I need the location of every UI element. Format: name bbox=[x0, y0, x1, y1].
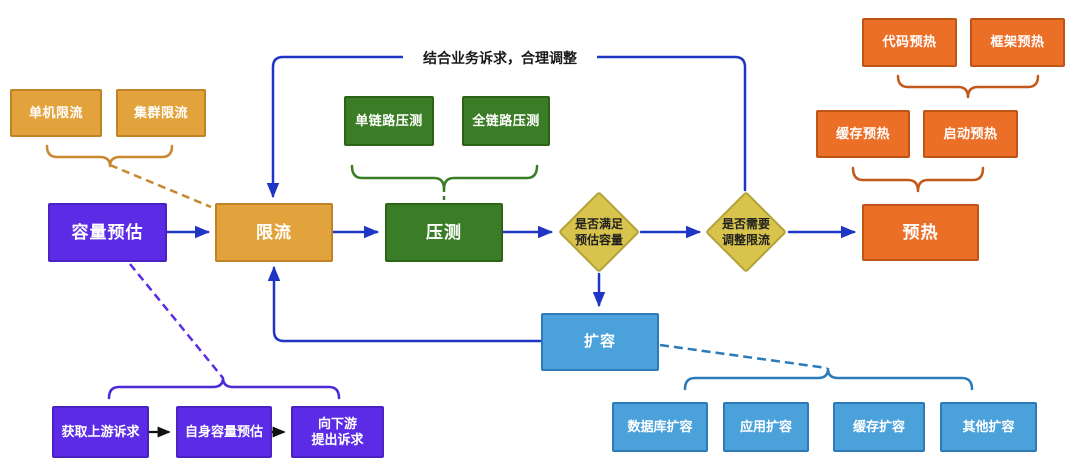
decision-adjust-limit-line2: 调整限流 bbox=[721, 232, 770, 247]
node-full-link-test: 全链路压测 bbox=[462, 96, 550, 146]
decision-capacity-met-line1: 是否满足 bbox=[574, 217, 623, 231]
node-cluster-limit: 集群限流 bbox=[116, 89, 206, 137]
decision-capacity-met-label: 是否满足 预估容量 bbox=[558, 217, 640, 248]
dashed-scale-group-link bbox=[659, 343, 828, 370]
node-cache-scale: 缓存扩容 bbox=[833, 402, 925, 452]
node-code-preheat: 代码预热 bbox=[862, 18, 957, 67]
brace-capacity-group bbox=[107, 376, 341, 400]
node-db-scale: 数据库扩容 bbox=[612, 402, 708, 452]
node-downstream-demand: 向下游 提出诉求 bbox=[291, 406, 384, 458]
decision-capacity-met-line2: 预估容量 bbox=[574, 232, 623, 247]
edge-scaleout-to-ratelimit bbox=[267, 265, 543, 343]
node-cache-preheat: 缓存预热 bbox=[816, 110, 910, 158]
brace-preheat-group-bottom bbox=[851, 166, 985, 193]
node-app-scale: 应用扩容 bbox=[723, 402, 809, 452]
node-stress-test: 压测 bbox=[385, 203, 503, 262]
node-single-machine-limit: 单机限流 bbox=[10, 89, 102, 137]
node-downstream-demand-line1: 向下游 bbox=[317, 415, 357, 431]
dashed-capacity-group-link bbox=[129, 263, 224, 379]
dashed-limit-group-link bbox=[109, 163, 212, 209]
brace-preheat-group-top bbox=[896, 74, 1040, 99]
brace-limit-group bbox=[45, 144, 174, 168]
feedback-edge-label: 结合业务诉求，合理调整 bbox=[403, 47, 597, 69]
node-downstream-demand-line2: 提出诉求 bbox=[311, 432, 364, 447]
node-scale-out: 扩容 bbox=[541, 313, 659, 371]
brace-scale-group bbox=[683, 367, 974, 391]
brace-test-group bbox=[350, 164, 539, 191]
node-rate-limit: 限流 bbox=[215, 203, 333, 262]
node-get-upstream-demand: 获取上游诉求 bbox=[52, 406, 149, 458]
node-self-capacity-estimate: 自身容量预估 bbox=[176, 406, 272, 458]
decision-adjust-limit-line1: 是否需要 bbox=[721, 217, 770, 231]
node-single-link-test: 单链路压测 bbox=[344, 96, 434, 146]
decision-adjust-limit-label: 是否需要 调整限流 bbox=[705, 217, 787, 248]
node-startup-preheat: 启动预热 bbox=[923, 110, 1018, 158]
node-other-scale: 其他扩容 bbox=[940, 402, 1037, 452]
node-preheat: 预热 bbox=[862, 204, 979, 261]
node-framework-preheat: 框架预热 bbox=[970, 18, 1065, 67]
node-capacity-estimate: 容量预估 bbox=[48, 203, 167, 262]
